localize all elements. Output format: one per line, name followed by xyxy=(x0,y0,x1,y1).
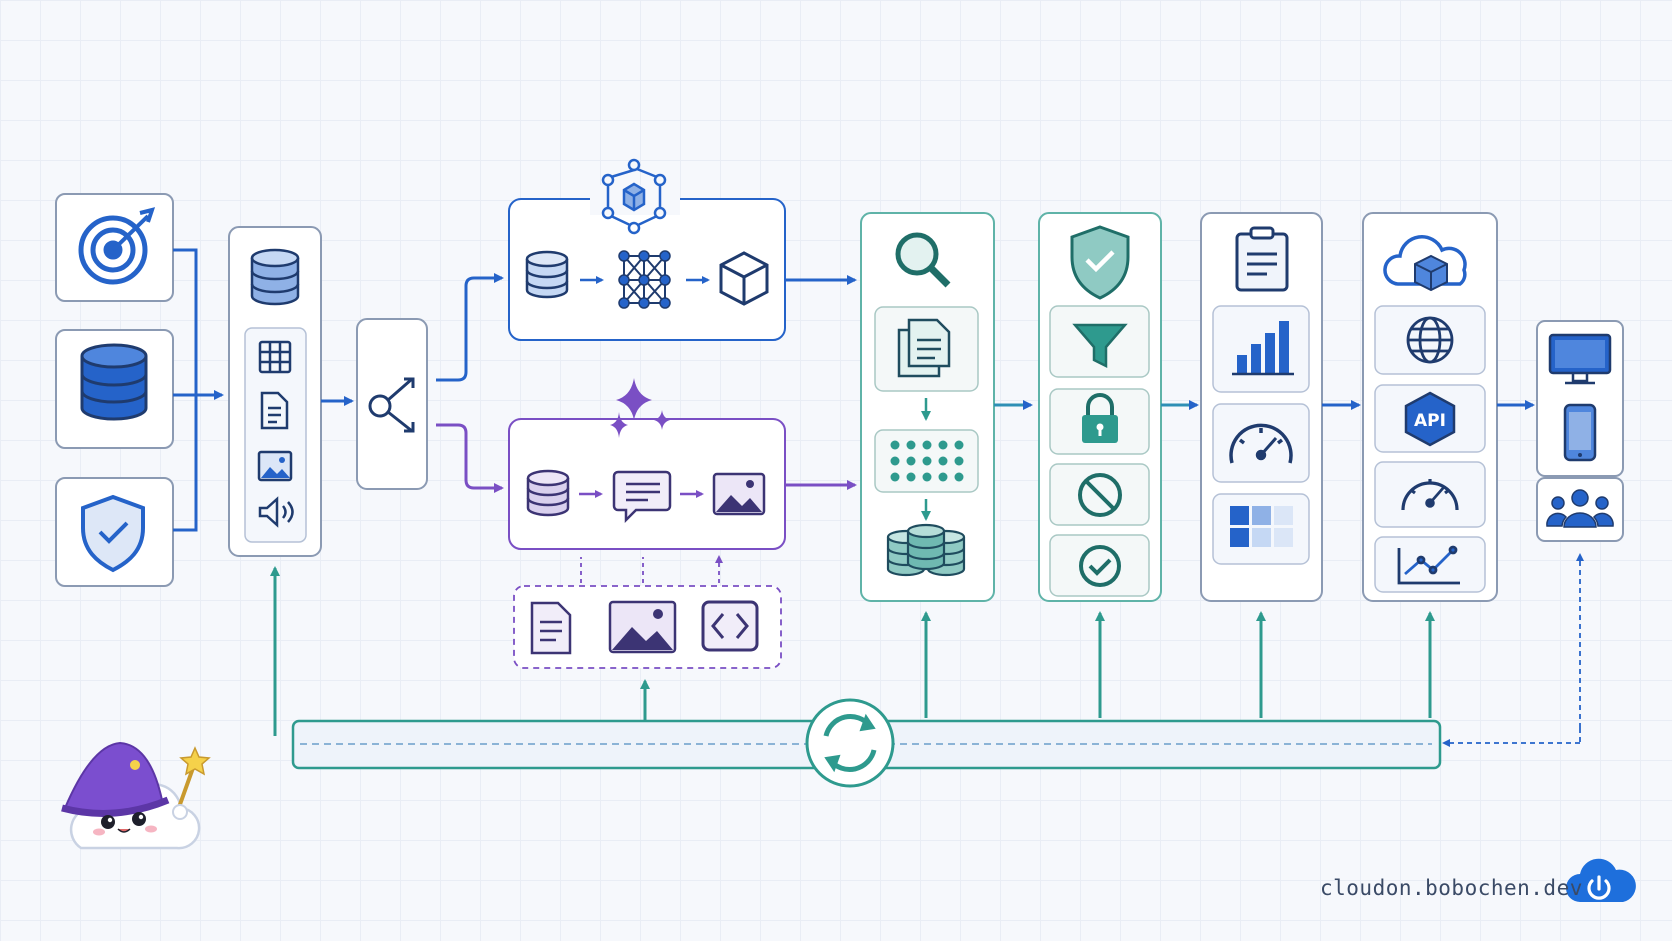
table-icon xyxy=(258,340,292,374)
cloud-cube-icon xyxy=(1383,235,1467,292)
database-stack-icon xyxy=(886,523,966,577)
cube-icon xyxy=(719,251,769,306)
image-icon xyxy=(608,600,677,654)
router-to-generative-arrow xyxy=(436,423,504,493)
users-icon xyxy=(1546,489,1614,528)
gauge-icon xyxy=(1401,479,1459,511)
footer-site-label[interactable]: cloudon.bobochen.dev xyxy=(1320,876,1583,900)
generative-pipeline-panel xyxy=(508,378,786,550)
data-sources-panel xyxy=(228,226,322,557)
input-panel-objective xyxy=(55,193,174,302)
cube-network-icon xyxy=(601,158,667,235)
refresh-icon xyxy=(805,698,895,788)
clipboard-icon xyxy=(1235,226,1289,292)
image-icon xyxy=(712,472,766,516)
code-icon xyxy=(701,600,759,652)
database-icon xyxy=(526,469,570,517)
gauge-icon xyxy=(1229,423,1293,464)
clients-panel xyxy=(1536,320,1624,542)
filter-icon xyxy=(1072,323,1128,369)
evaluation-panel xyxy=(1200,212,1323,602)
lock-icon xyxy=(1082,393,1118,443)
chat-icon xyxy=(612,470,672,524)
globe-icon xyxy=(1406,316,1454,364)
api-icon: API xyxy=(1404,391,1456,447)
database-icon xyxy=(80,343,148,421)
shield-check-icon xyxy=(1070,225,1130,300)
database-icon xyxy=(525,250,569,299)
router-panel xyxy=(356,318,428,490)
search-icon xyxy=(895,232,951,288)
deployment-panel: API xyxy=(1362,212,1498,602)
sparkles-icon xyxy=(610,378,670,438)
document-icon xyxy=(530,601,572,655)
phone-icon xyxy=(1563,403,1597,462)
target-icon xyxy=(78,207,156,285)
vector-grid-icon xyxy=(890,440,964,482)
router-to-graph-arrow xyxy=(436,273,504,382)
input-panel-data xyxy=(55,329,174,449)
inputs-merge-connector xyxy=(173,248,224,532)
api-label: API xyxy=(1414,411,1446,431)
bar-chart-icon xyxy=(1232,321,1294,376)
guardrails-panel xyxy=(1038,212,1162,602)
check-circle-icon xyxy=(1079,545,1121,587)
wizard-cloud-mascot xyxy=(61,741,211,850)
neural-network-icon xyxy=(618,250,671,309)
power-cloud-icon xyxy=(1566,858,1636,902)
monitor-icon xyxy=(1548,333,1612,385)
image-icon xyxy=(257,450,293,482)
documents-icon xyxy=(897,318,951,378)
shield-check-icon xyxy=(81,494,145,573)
speaker-icon xyxy=(258,496,294,528)
heatmap-icon xyxy=(1230,506,1293,547)
input-panel-governance xyxy=(55,477,174,587)
block-icon xyxy=(1078,473,1122,517)
retrieval-panel xyxy=(860,212,995,602)
database-icon xyxy=(250,248,300,306)
branch-icon xyxy=(368,377,415,433)
graph-pipeline-panel xyxy=(508,158,786,341)
document-icon xyxy=(260,391,289,430)
line-chart-icon xyxy=(1397,545,1460,585)
multimodal-inputs-panel xyxy=(513,557,782,669)
